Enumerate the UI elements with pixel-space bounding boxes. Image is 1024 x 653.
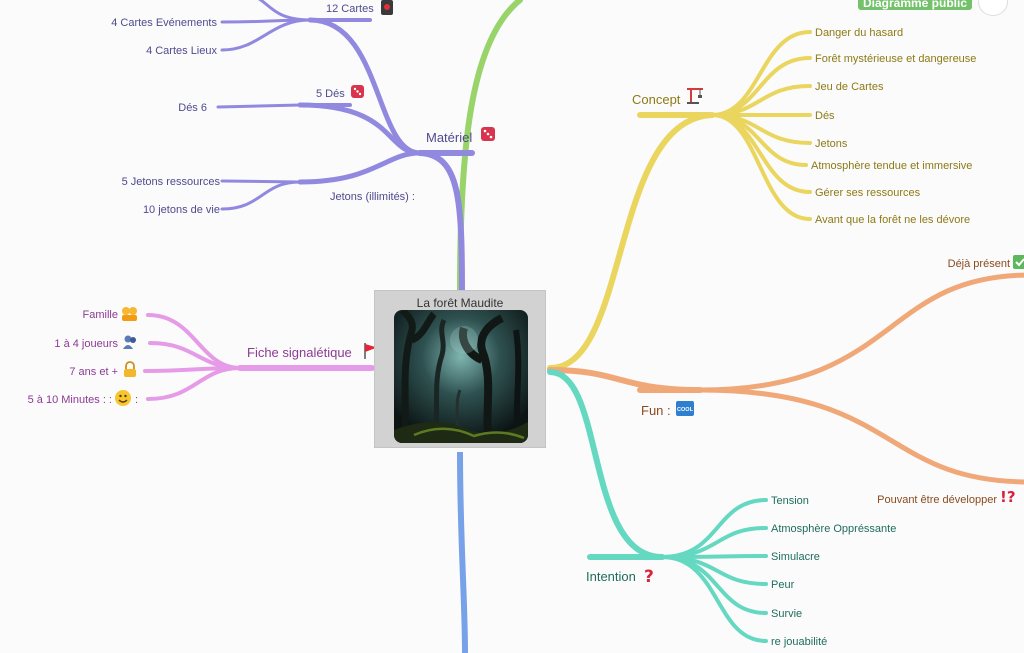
intention-item-1[interactable]: Atmosphère Oppréssante: [771, 523, 896, 535]
fun-item-0[interactable]: Déjà présent: [948, 258, 1010, 270]
question-icon: ?: [644, 567, 654, 587]
concept-item-5[interactable]: Atmosphère tendue et immersive: [811, 160, 972, 172]
concept-item-1[interactable]: Forêt mystérieuse et dangereuse: [815, 53, 976, 65]
branch-materiel: [216, 0, 475, 298]
exclamation-question-icon: !?: [1000, 488, 1016, 506]
branch-fiche: [143, 313, 375, 401]
branch-line-top: [457, 0, 523, 293]
intention-item-4[interactable]: Survie: [771, 608, 802, 620]
card-icon: [381, 0, 393, 15]
fiche-item-3[interactable]: 5 à 10 Minutes : :: [28, 394, 112, 406]
fiche-item-3-colon: :: [135, 394, 138, 406]
center-title: La forêt Maudite: [416, 296, 504, 310]
intention-item-2[interactable]: Simulacre: [771, 551, 820, 563]
concept-item-4[interactable]: Jetons: [815, 138, 848, 150]
branch-intention: [547, 369, 768, 643]
fiche-item-1[interactable]: 1 à 4 joueurs: [54, 338, 118, 350]
cartes-item-1[interactable]: 4 Cartes Lieux: [146, 45, 217, 57]
jetons-item-1[interactable]: 10 jetons de vie: [143, 204, 220, 216]
branch-fun: [547, 272, 1024, 485]
svg-text:COOL: COOL: [677, 407, 694, 413]
concept-item-7[interactable]: Avant que la forêt ne les dévore: [815, 214, 970, 226]
concept-item-6[interactable]: Gérer ses ressources: [815, 187, 921, 199]
red-flag-icon: [364, 343, 377, 359]
svg-text:!?: !?: [1000, 488, 1016, 506]
fun-label[interactable]: Fun :: [641, 403, 671, 418]
intention-item-5[interactable]: re jouabilité: [771, 636, 827, 648]
des-item-0[interactable]: Dés 6: [178, 102, 207, 114]
intention-item-0[interactable]: Tension: [771, 495, 809, 507]
intention-label[interactable]: Intention: [586, 569, 636, 584]
check-icon: [1013, 255, 1024, 269]
cool-badge-icon: COOL: [676, 401, 694, 416]
intention-item-3[interactable]: Peur: [771, 579, 795, 591]
forest-image: [394, 310, 528, 443]
concept-item-0[interactable]: Danger du hasard: [815, 27, 903, 39]
crane-icon: [687, 88, 703, 104]
fun-item-1[interactable]: Pouvant être développer: [877, 494, 997, 506]
family-icon: [122, 307, 137, 321]
branch-concept: [547, 30, 812, 371]
fiche-item-2[interactable]: 7 ans et +: [69, 366, 118, 378]
des-label[interactable]: 5 Dés: [316, 88, 345, 100]
center-node[interactable]: La forêt Maudite: [374, 290, 546, 448]
cartes-item-0[interactable]: 4 Cartes Evénements: [111, 17, 217, 29]
lock-icon: [124, 361, 136, 377]
dice-icon: [481, 127, 495, 141]
jetons-label[interactable]: Jetons (illimités) :: [330, 191, 415, 203]
concept-item-3[interactable]: Dés: [815, 110, 835, 122]
concept-label[interactable]: Concept: [632, 92, 681, 107]
dice-icon-small: [351, 85, 364, 98]
materiel-label[interactable]: Matériel: [426, 130, 472, 145]
smile-icon: [115, 390, 131, 406]
fiche-item-0[interactable]: Famille: [83, 309, 118, 321]
fiche-label[interactable]: Fiche signalétique: [247, 345, 352, 360]
jetons-item-0[interactable]: 5 Jetons ressources: [122, 176, 221, 188]
branch-line-bottom: [457, 451, 468, 653]
public-diagram-button[interactable]: Diagramme public: [858, 0, 972, 10]
users-icon: [123, 335, 136, 349]
cartes-label[interactable]: 12 Cartes: [326, 3, 374, 15]
concept-item-2[interactable]: Jeu de Cartes: [815, 81, 884, 93]
